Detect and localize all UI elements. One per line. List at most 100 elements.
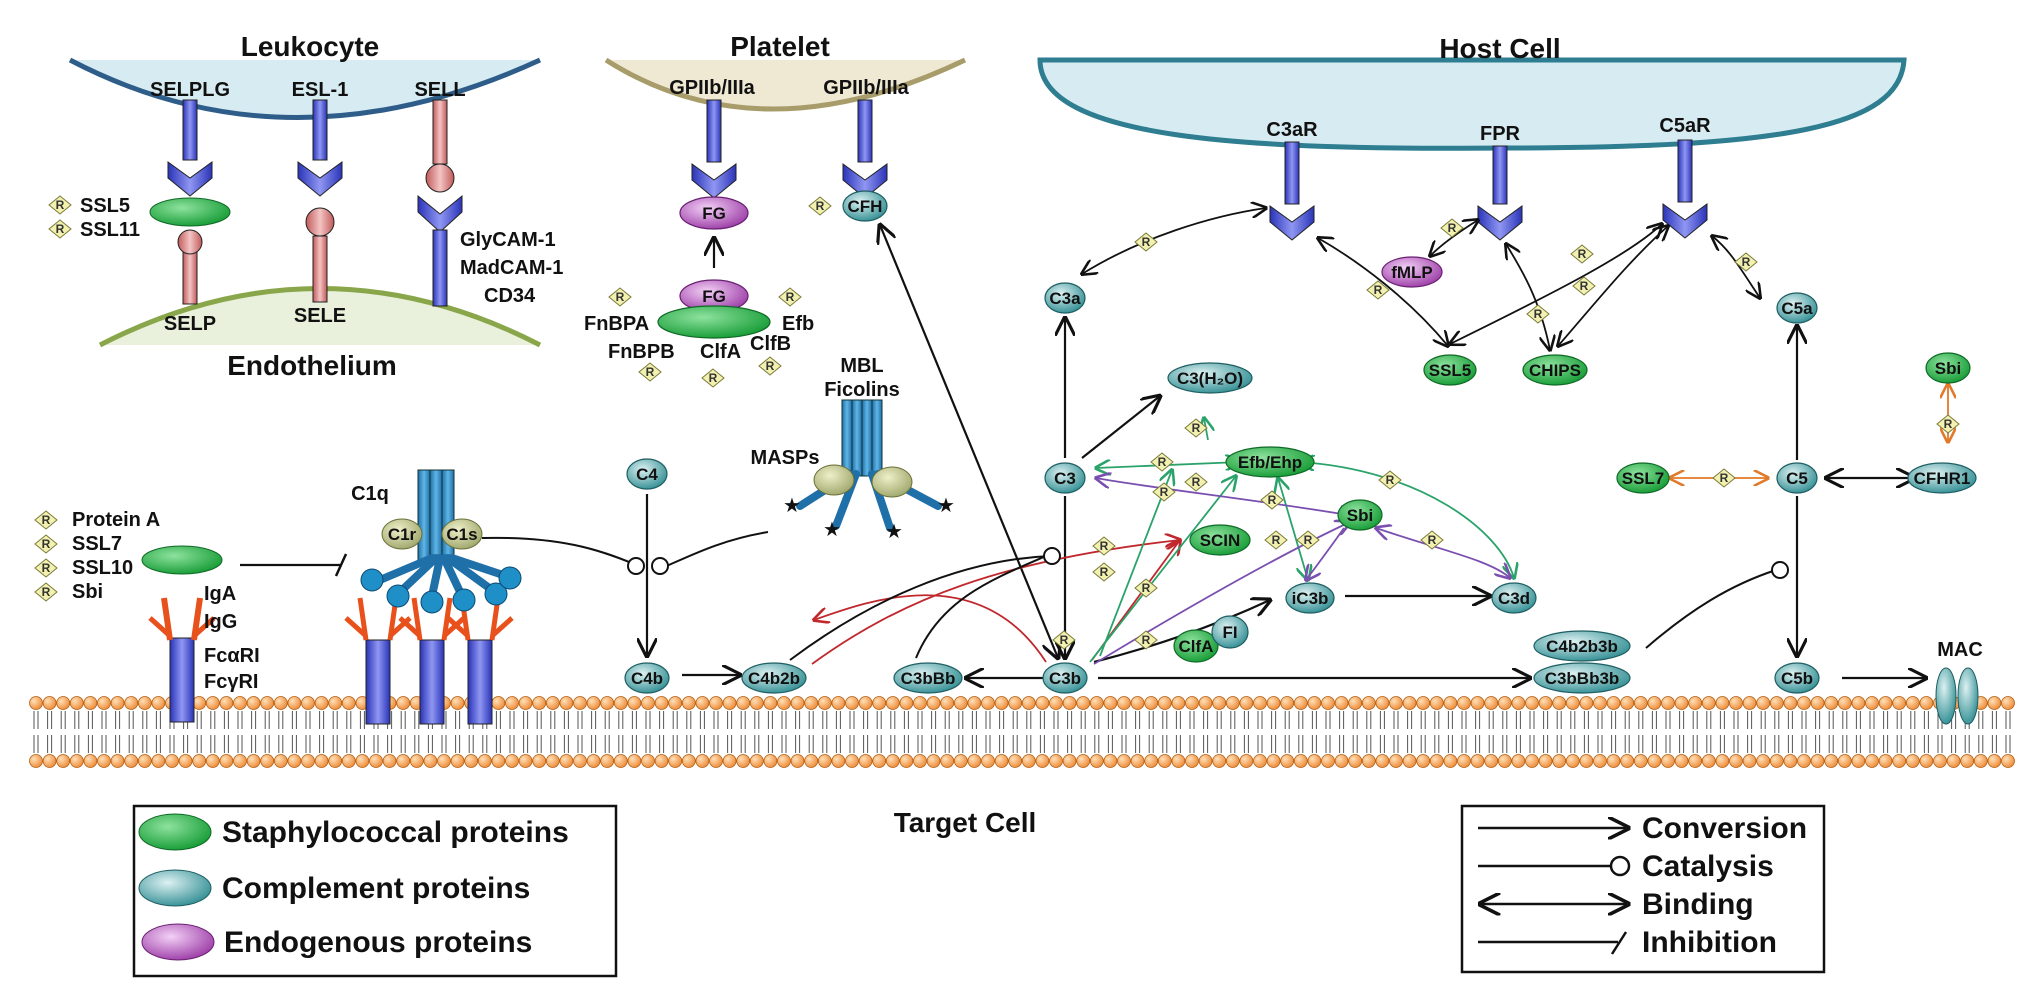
regulator-mark: R [638, 362, 662, 382]
lipid-head [1293, 754, 1308, 768]
lipid-head [1851, 696, 1866, 710]
regulator-mark: R [1134, 578, 1158, 598]
ssl7-label: SSL7 [72, 533, 122, 555]
lipid-head [1729, 754, 1743, 768]
lipid-head [736, 754, 751, 768]
lipid-head [845, 754, 859, 768]
lipid-head [1919, 754, 1934, 768]
regulator-mark-label: R [1158, 455, 1167, 469]
lipid-head [1117, 754, 1131, 768]
lipid-head [532, 754, 547, 768]
c4b-label: C4b [631, 669, 663, 688]
lipid-head [1688, 754, 1703, 768]
target-cell-membrane [29, 696, 2015, 768]
iga-label: IgA [204, 583, 236, 605]
lipid-head [1470, 754, 1485, 768]
c1q-complex: C1q C1r C1s [351, 469, 522, 614]
lipid-head [1225, 696, 1240, 710]
catalysis-circle-c3bbb [1043, 547, 1061, 565]
lipid-head [1321, 696, 1335, 710]
cat-c4b2b-c3b-2 [811, 540, 1180, 665]
regulator-mark: R [34, 582, 58, 602]
lipid-head [926, 696, 941, 710]
catalysis-circle-masps [651, 557, 669, 575]
bind-chips-fpr [1506, 244, 1550, 350]
lipid-head [341, 696, 356, 710]
regulator-mark: R [34, 558, 58, 578]
regulator-mark: R [1134, 232, 1158, 252]
lipid-head [559, 754, 574, 768]
lipid-head [1851, 754, 1866, 768]
lipid-head [1389, 696, 1403, 710]
regulator-mark-label: R [616, 290, 625, 304]
regulator-mark-label: R [1100, 565, 1109, 579]
lipid-head [763, 754, 778, 768]
lipid-head [287, 754, 302, 768]
lipid-head [1280, 754, 1295, 768]
lipid-head [29, 754, 43, 768]
lipid-head [178, 754, 193, 768]
regulator-mark-label: R [42, 513, 51, 527]
regulator-mark-label: R [1160, 485, 1169, 499]
lipid-head [151, 754, 166, 768]
lipid-head [246, 754, 261, 768]
cd34-label: CD34 [484, 285, 536, 307]
lipid-head [1470, 696, 1485, 710]
regulator-mark: R [1052, 630, 1076, 650]
lipid-head [301, 754, 315, 768]
lipid-head [613, 754, 628, 768]
fpr-receptor: FPR [1477, 123, 1523, 241]
bind-ssl5-c5ar [1450, 224, 1662, 344]
lipid-head [1198, 754, 1213, 768]
lipid-head [953, 696, 968, 710]
lipid-head [1701, 696, 1716, 710]
lipid-head [1008, 696, 1023, 710]
cat-c4b2b3b-c5 [1645, 569, 1777, 649]
ssl11-label: SSL11 [80, 219, 140, 241]
cfh-label: CFH [848, 197, 883, 216]
leukocyte-title: Leukocyte [241, 31, 380, 62]
lipid-head [641, 754, 655, 768]
c3bbb-label: C3bBb [901, 669, 956, 688]
lipid-head [804, 754, 819, 768]
bind-ssl5-c3ar [1318, 238, 1448, 346]
lipid-head [1457, 754, 1471, 768]
mbl-arm-star-3: ★ [885, 521, 903, 543]
ic3b-label: iC3b [1292, 589, 1329, 608]
lipid-head [1565, 696, 1580, 710]
lipid-head [1334, 754, 1349, 768]
gpiib-label-2: GPIIb/IIIa [823, 77, 909, 99]
target-cell-title: Target Cell [894, 807, 1037, 838]
regulator-mark-label: R [646, 365, 655, 379]
lipid-head [695, 696, 710, 710]
regulator-mark-label: R [1268, 493, 1277, 507]
sbi-right-node: Sbi [1925, 352, 1971, 384]
regulator-mark: R [758, 356, 782, 376]
lipid-head [382, 754, 397, 768]
ic3b-node: iC3b [1285, 582, 1335, 614]
lipid-head [1647, 754, 1662, 768]
bind-sbi-c3b [1093, 522, 1350, 665]
regulator-mark: R [1152, 482, 1176, 502]
lipid-head [1973, 754, 1988, 768]
regulator-mark: R [1264, 530, 1288, 550]
lipid-head [1756, 696, 1771, 710]
lipid-head [804, 696, 819, 710]
c5b-node: C5b [1774, 662, 1820, 694]
lipid-head [355, 754, 370, 768]
lipid-head [1810, 754, 1825, 768]
lipid-head [831, 754, 846, 768]
fi-label: FI [1222, 623, 1237, 642]
lipid-head [1647, 696, 1662, 710]
lipid-head [681, 754, 696, 768]
lipid-head [885, 754, 900, 768]
c4-label: C4 [636, 465, 658, 484]
fc-receptor-group-c1q [344, 597, 514, 725]
lipid-head [1661, 754, 1675, 768]
regulator-mark-label: R [1374, 283, 1383, 297]
lipid-head [709, 696, 723, 710]
lipid-head [872, 696, 887, 710]
regulator-mark-label: R [1100, 539, 1109, 553]
